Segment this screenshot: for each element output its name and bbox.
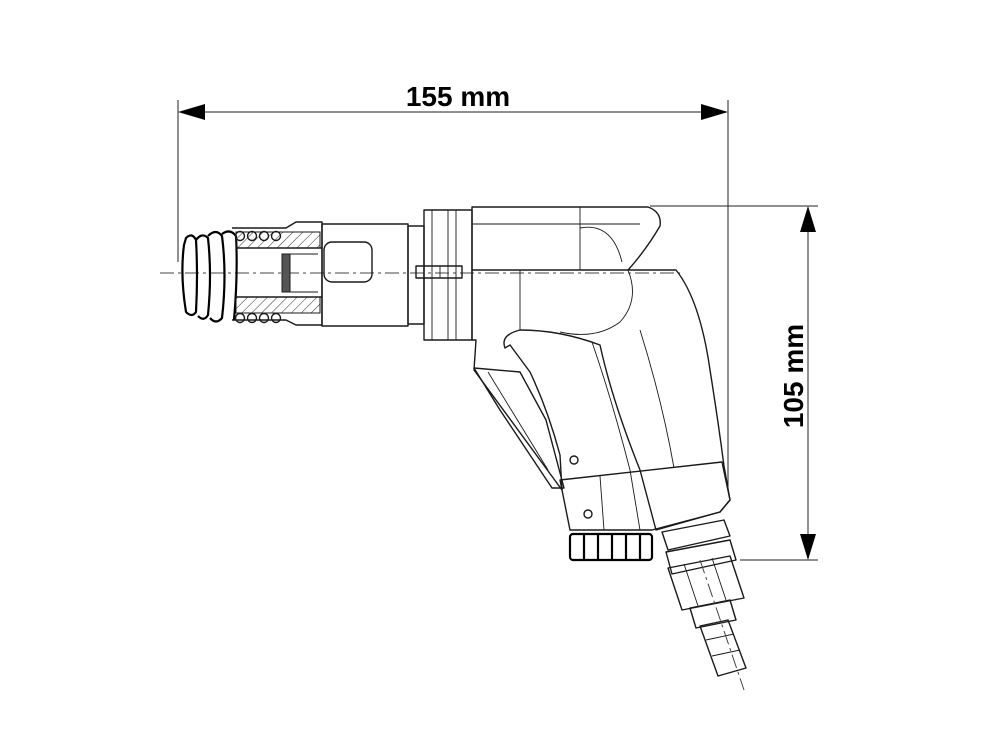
nose-housing [232,221,323,326]
height-dimension: 105 mm [650,205,818,561]
regulator-knob [568,532,654,562]
screw-hole-lower [583,509,593,519]
height-arrow-bottom [800,534,816,560]
width-dimension: 155 mm [177,81,729,490]
width-arrow-left [178,104,205,120]
width-label: 155 mm [406,81,510,112]
air-inlet-fitting [661,519,747,691]
height-arrow-top [800,206,816,232]
tool-body [471,206,731,531]
width-arrow-right [701,104,728,120]
screw-hole-upper [569,455,579,465]
height-label: 105 mm [778,324,809,428]
barrel [321,209,473,341]
